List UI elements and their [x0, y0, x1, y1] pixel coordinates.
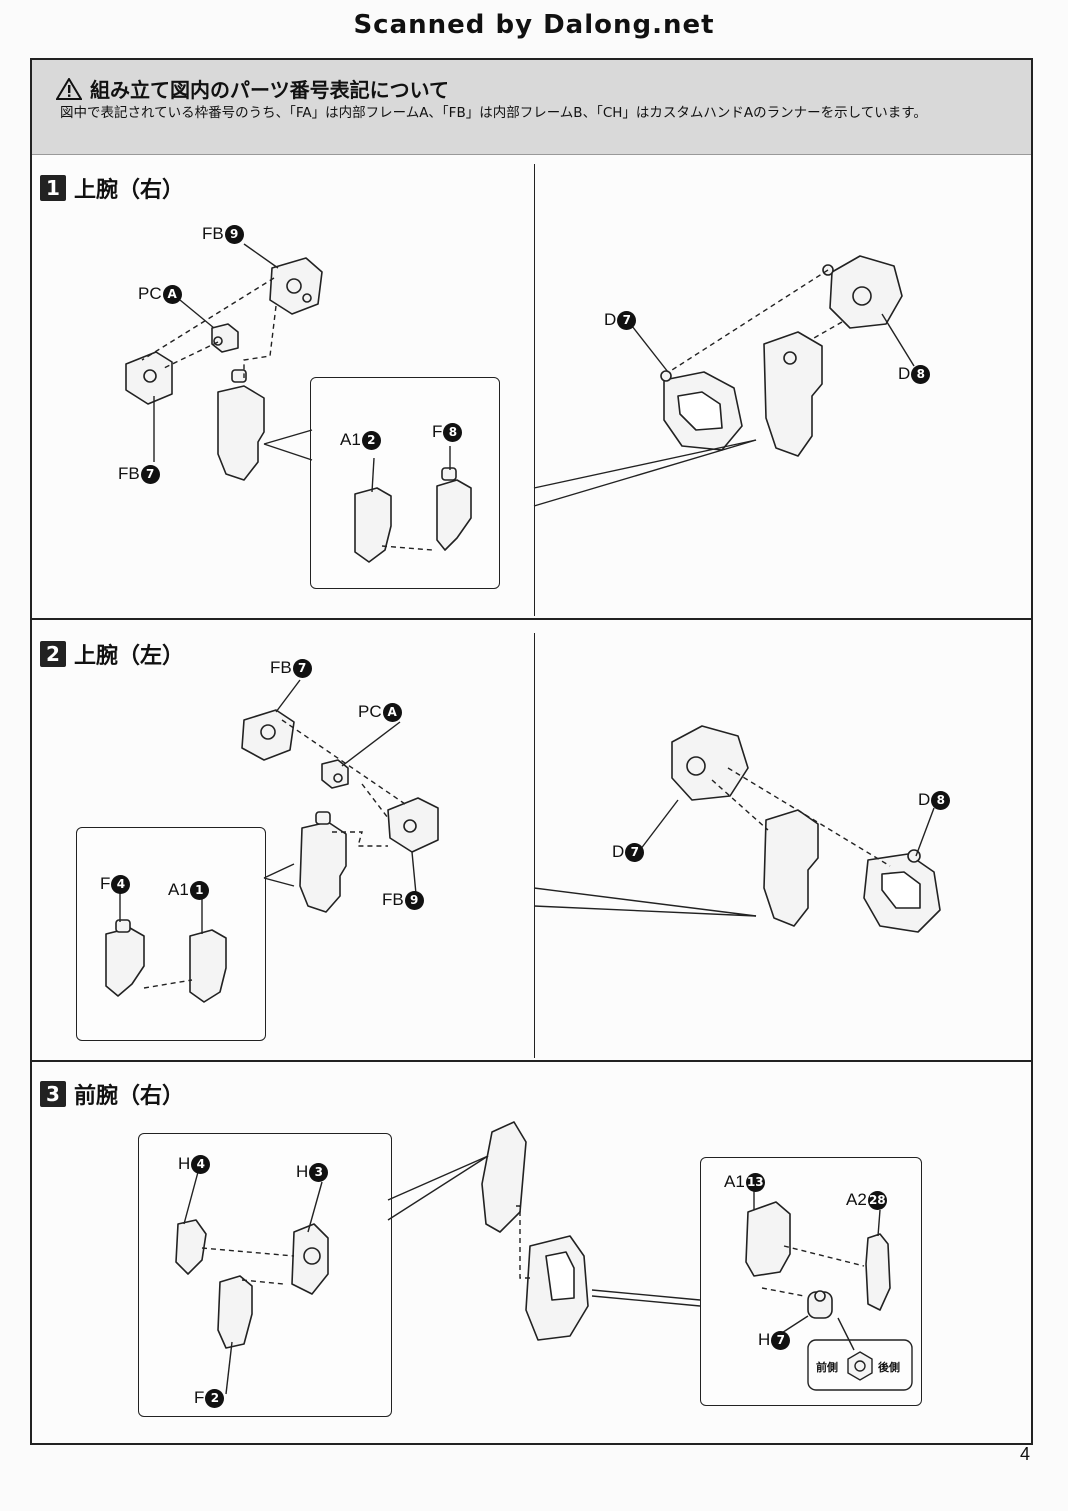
part-forearm-main	[525, 1235, 589, 1341]
divider-step2-vertical	[534, 633, 535, 1058]
orientation-box	[807, 1339, 913, 1391]
scan-header: Scanned by Dalong.net	[353, 10, 715, 40]
part-h4	[175, 1219, 207, 1275]
part-fb9-frame	[269, 257, 323, 315]
part-arm-upper-right	[217, 369, 265, 481]
orientation-front-label: 前側	[816, 1361, 838, 1374]
part-d8-armor-left	[863, 849, 941, 933]
part-a1-2	[354, 487, 392, 563]
part-pc-a	[211, 323, 239, 353]
part-forearm-upper	[481, 1121, 527, 1233]
part-fb7-frame	[125, 351, 173, 405]
step-2-number: 2	[40, 641, 66, 667]
divider-step1-vertical	[534, 164, 535, 616]
step-1-title: 1 上腕（右）	[40, 172, 184, 204]
part-d8-shoulder	[822, 255, 903, 329]
part-d7-shoulder-left	[671, 725, 749, 801]
step-1-detail-box	[310, 377, 500, 589]
instruction-frame: 組み立て図内のパーツ番号表記について 図中で表記されている枠番号のうち、「FA」…	[30, 58, 1033, 1445]
step-2-title: 2 上腕（左）	[40, 638, 184, 670]
part-fb9-left	[387, 797, 439, 853]
divider-step2-step3	[32, 1060, 1031, 1062]
step-3-title: 3 前腕（右）	[40, 1078, 184, 1110]
part-d7-armor	[660, 370, 743, 451]
orientation-hex-icon	[847, 1351, 873, 1381]
step-3-label: 前腕（右）	[74, 1084, 185, 1109]
step-3-number: 3	[40, 1081, 66, 1107]
divider-step1-step2	[32, 618, 1031, 620]
page-number: 4	[1019, 1444, 1030, 1464]
part-arm-upper-left-assembled	[763, 809, 819, 927]
part-a1-13	[745, 1201, 791, 1277]
step-1-number: 1	[40, 175, 66, 201]
part-a2-28	[865, 1233, 891, 1311]
step-2-label: 上腕（左）	[74, 644, 185, 669]
part-h7	[807, 1290, 833, 1319]
step-1-label: 上腕（右）	[74, 178, 185, 203]
warning-icon	[56, 77, 82, 100]
notice-box: 組み立て図内のパーツ番号表記について 図中で表記されている枠番号のうち、「FA」…	[32, 60, 1031, 155]
part-a1-1	[189, 929, 227, 1003]
step-3-detail-box-left	[138, 1133, 392, 1417]
assembly-diagram	[105, 243, 941, 1395]
part-f4	[105, 919, 145, 997]
part-h3	[291, 1223, 329, 1295]
notice-text: 図中で表記されている枠番号のうち、「FA」は内部フレームA、「FB」は内部フレー…	[60, 105, 927, 121]
part-arm-upper-left	[299, 811, 347, 913]
notice-title-row: 組み立て図内のパーツ番号表記について	[56, 74, 449, 103]
part-f2	[217, 1275, 253, 1349]
part-fb7-left	[241, 709, 295, 761]
orientation-back-label: 後側	[878, 1361, 900, 1374]
part-pc-a-left	[321, 759, 349, 789]
notice-title: 組み立て図内のパーツ番号表記について	[90, 78, 449, 102]
part-arm-upper-right-assembled	[763, 331, 823, 457]
part-f8	[436, 467, 472, 551]
leader-lines	[119, 243, 935, 1395]
